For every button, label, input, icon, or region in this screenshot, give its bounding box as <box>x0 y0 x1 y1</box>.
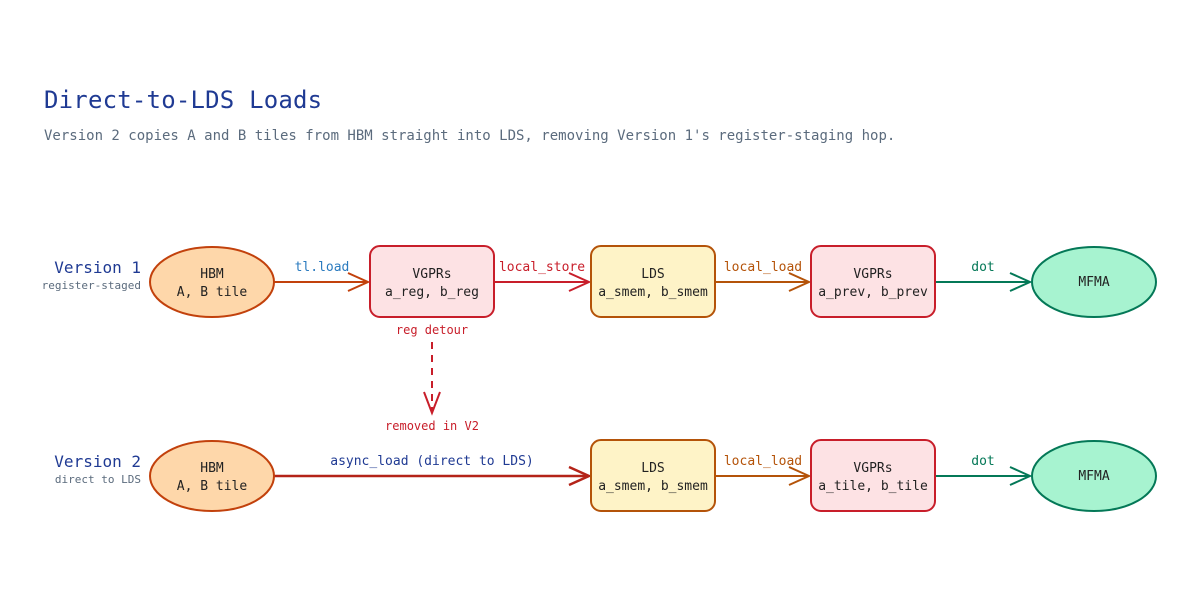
node-vgpr-v2-title: VGPRs <box>853 461 892 476</box>
node-vgpr-staging: VGPRs a_reg, b_reg <box>369 245 495 318</box>
register-detour: reg detour removed in V2 <box>385 323 479 433</box>
edge-label-dot-v1: dot <box>971 260 994 275</box>
edge-label-dot-v2: dot <box>971 454 994 469</box>
version1-label: Version 1 <box>54 258 141 277</box>
node-hbm-v1-detail: A, B tile <box>177 285 248 300</box>
node-lds-v1-detail: a_smem, b_smem <box>598 285 708 300</box>
node-hbm-v1: HBM A, B tile <box>149 246 275 318</box>
page-subtitle: Version 2 copies A and B tiles from HBM … <box>44 128 896 144</box>
node-hbm-v1-title: HBM <box>200 267 224 282</box>
node-mfma-v2: MFMA <box>1031 440 1157 512</box>
edge-async-load: async_load (direct to LDS) <box>274 454 593 487</box>
node-lds-v2-detail: a_smem, b_smem <box>598 479 708 494</box>
edge-dot-v1: dot <box>935 260 1033 292</box>
edge-label-local-load-v1: local_load <box>724 260 802 275</box>
edge-local-store: local_store <box>494 260 592 292</box>
node-lds-v1-title: LDS <box>641 267 664 282</box>
edge-local-load-v2: local_load <box>715 454 812 486</box>
node-vgpr-v2: VGPRs a_tile, b_tile <box>810 439 936 512</box>
version2-sublabel: direct to LDS <box>55 473 141 486</box>
node-mfma-v1-title: MFMA <box>1078 275 1109 290</box>
node-mfma-v2-title: MFMA <box>1078 469 1109 484</box>
node-vgpr-v1-detail: a_prev, b_prev <box>818 285 928 300</box>
edge-label-local-store: local_store <box>499 260 585 275</box>
node-vgpr-v1: VGPRs a_prev, b_prev <box>810 245 936 318</box>
edge-label-async-load: async_load (direct to LDS) <box>330 454 534 469</box>
version2-row: Version 2 direct to LDS async_load (dire… <box>54 439 1157 512</box>
node-lds-v1: LDS a_smem, b_smem <box>590 245 716 318</box>
node-vgpr-staging-title: VGPRs <box>412 267 451 282</box>
edge-local-load-v1: local_load <box>715 260 812 292</box>
node-lds-v2-title: LDS <box>641 461 664 476</box>
page-title: Direct-to-LDS Loads <box>44 86 323 114</box>
node-hbm-v2: HBM A, B tile <box>149 440 275 512</box>
version2-label: Version 2 <box>54 452 141 471</box>
version1-row: Version 1 register-staged tl.load local_… <box>42 245 1157 318</box>
edge-label-tl-load: tl.load <box>295 260 350 275</box>
version1-sublabel: register-staged <box>42 279 141 292</box>
node-lds-v2: LDS a_smem, b_smem <box>590 439 716 512</box>
detour-top-label: reg detour <box>396 323 468 337</box>
detour-bottom-label: removed in V2 <box>385 419 479 433</box>
edge-label-local-load-v2: local_load <box>724 454 802 469</box>
edge-tl-load: tl.load <box>274 260 371 292</box>
node-vgpr-v1-title: VGPRs <box>853 267 892 282</box>
node-vgpr-staging-detail: a_reg, b_reg <box>385 285 479 300</box>
node-hbm-v2-detail: A, B tile <box>177 479 248 494</box>
node-vgpr-v2-detail: a_tile, b_tile <box>818 479 928 494</box>
node-hbm-v2-title: HBM <box>200 461 224 476</box>
edge-dot-v2: dot <box>935 454 1033 486</box>
node-mfma-v1: MFMA <box>1031 246 1157 318</box>
